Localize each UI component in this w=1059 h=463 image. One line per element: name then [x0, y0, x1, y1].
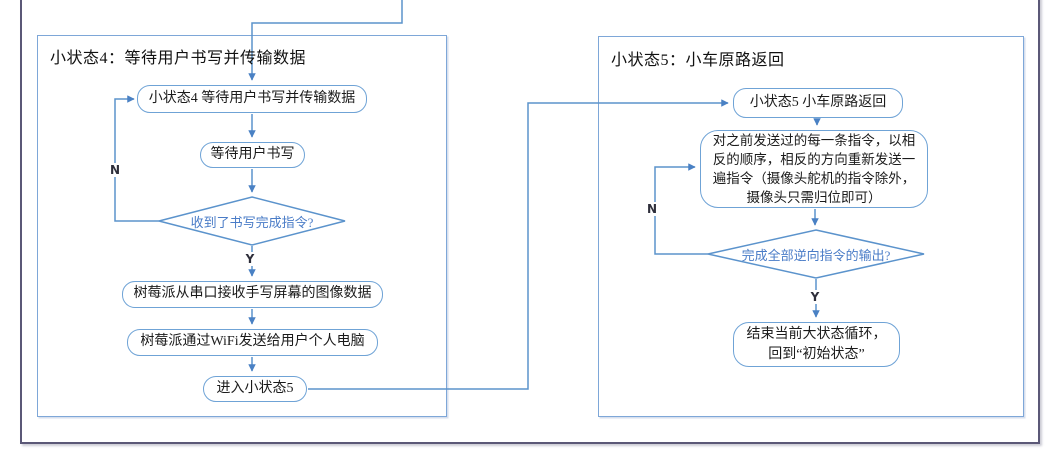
- branch-label-yes-1: Y: [243, 252, 257, 266]
- group4-title: 小状态4：等待用户书写并传输数据: [50, 50, 307, 67]
- node-state5-start: 小状态5 小车原路返回: [733, 88, 903, 118]
- branch-label-no-1: N: [107, 163, 123, 177]
- node-receive-image-data: 树莓派从串口接收手写屏幕的图像数据: [122, 281, 383, 308]
- branch-label-yes-2: Y: [808, 290, 822, 304]
- outer-frame: [20, 0, 1040, 444]
- node-resend-reverse-commands: 对之前发送过的每一条指令，以相反的顺序，相反的方向重新发送一遍指令（摄像头舵机的…: [700, 130, 928, 208]
- node-end-big-state-loop: 结束当前大状态循环，回到“初始状态”: [733, 322, 900, 367]
- node-wait-for-writing: 等待用户书写: [200, 142, 305, 168]
- group5-title: 小状态5：小车原路返回: [611, 52, 785, 69]
- branch-label-no-2: N: [644, 202, 660, 216]
- node-enter-state5: 进入小状态5: [203, 376, 307, 402]
- node-state4-start: 小状态4 等待用户书写并传输数据: [137, 85, 367, 113]
- node-send-via-wifi: 树莓派通过WiFi发送给用户个人电脑: [127, 329, 378, 356]
